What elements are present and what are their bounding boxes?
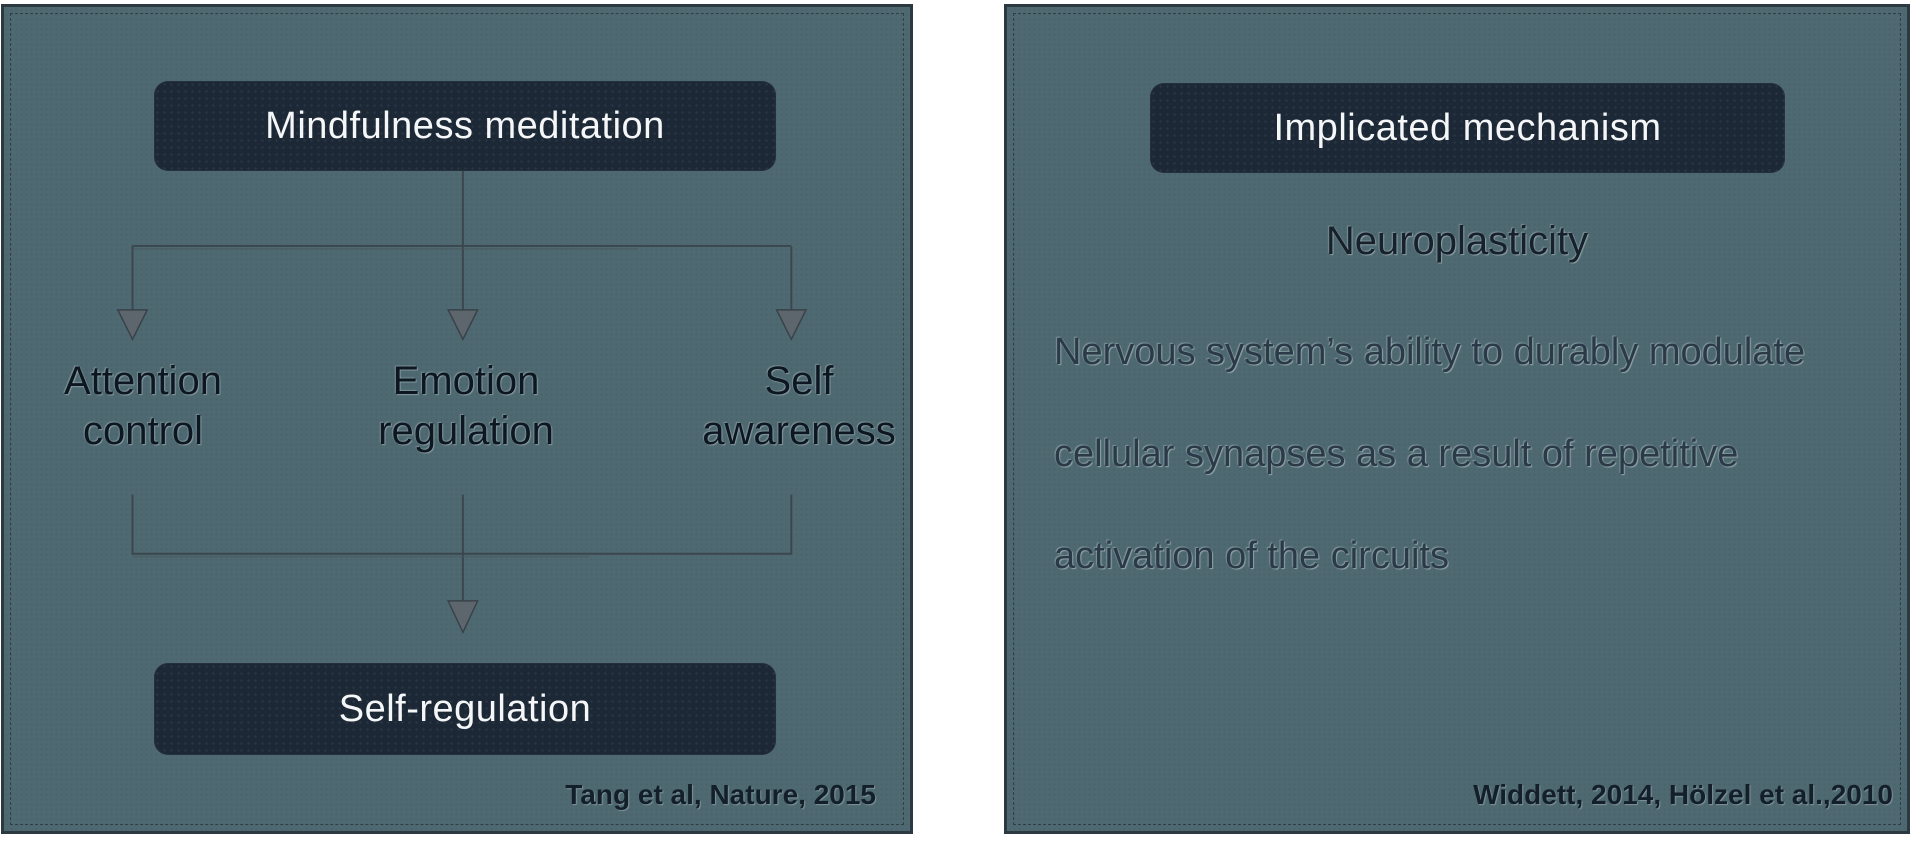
mindfulness-meditation-node: Mindfulness meditation: [154, 81, 776, 171]
mindfulness-diagram-panel: Mindfulness meditation Attention control…: [1, 4, 913, 834]
neuroplasticity-heading: Neuroplasticity: [1325, 219, 1589, 263]
label-line: Self: [764, 359, 834, 403]
description-line: activation of the circuits: [1054, 535, 1449, 577]
arrow-down-icon: [775, 309, 808, 342]
top-branch-connector: [116, 168, 808, 342]
node-label: Self-regulation: [338, 687, 592, 730]
self-awareness-label: Self awareness: [649, 356, 949, 456]
label-line: Emotion: [392, 359, 540, 403]
bottom-branch-connector: [131, 494, 793, 635]
citation-left: Tang et al, Nature, 2015: [565, 779, 876, 810]
emotion-regulation-label: Emotion regulation: [316, 356, 616, 456]
flow-connectors: [116, 168, 808, 635]
self-regulation-node: Self-regulation: [154, 663, 776, 755]
arrow-down-icon: [446, 600, 479, 635]
description-line: Nervous system’s ability to durably modu…: [1054, 331, 1806, 373]
label-line: Attention: [64, 359, 222, 403]
attention-control-label: Attention control: [0, 356, 293, 456]
arrow-down-icon: [446, 309, 479, 342]
label-line: regulation: [378, 409, 554, 453]
mechanism-panel: Implicated mechanism Neuroplasticity Ner…: [1004, 4, 1910, 834]
description-line: cellular synapses as a result of repetit…: [1054, 433, 1739, 475]
mechanism-description: Nervous system’s ability to durably modu…: [1054, 301, 1894, 607]
arrow-down-icon: [116, 309, 149, 342]
label-line: awareness: [702, 409, 896, 453]
implicated-mechanism-node: Implicated mechanism: [1150, 83, 1785, 173]
node-label: Implicated mechanism: [1273, 106, 1662, 149]
citation-right: Widdett, 2014, Hölzel et al.,2010: [1473, 779, 1893, 810]
node-label: Mindfulness meditation: [265, 104, 665, 147]
label-line: control: [82, 409, 204, 453]
